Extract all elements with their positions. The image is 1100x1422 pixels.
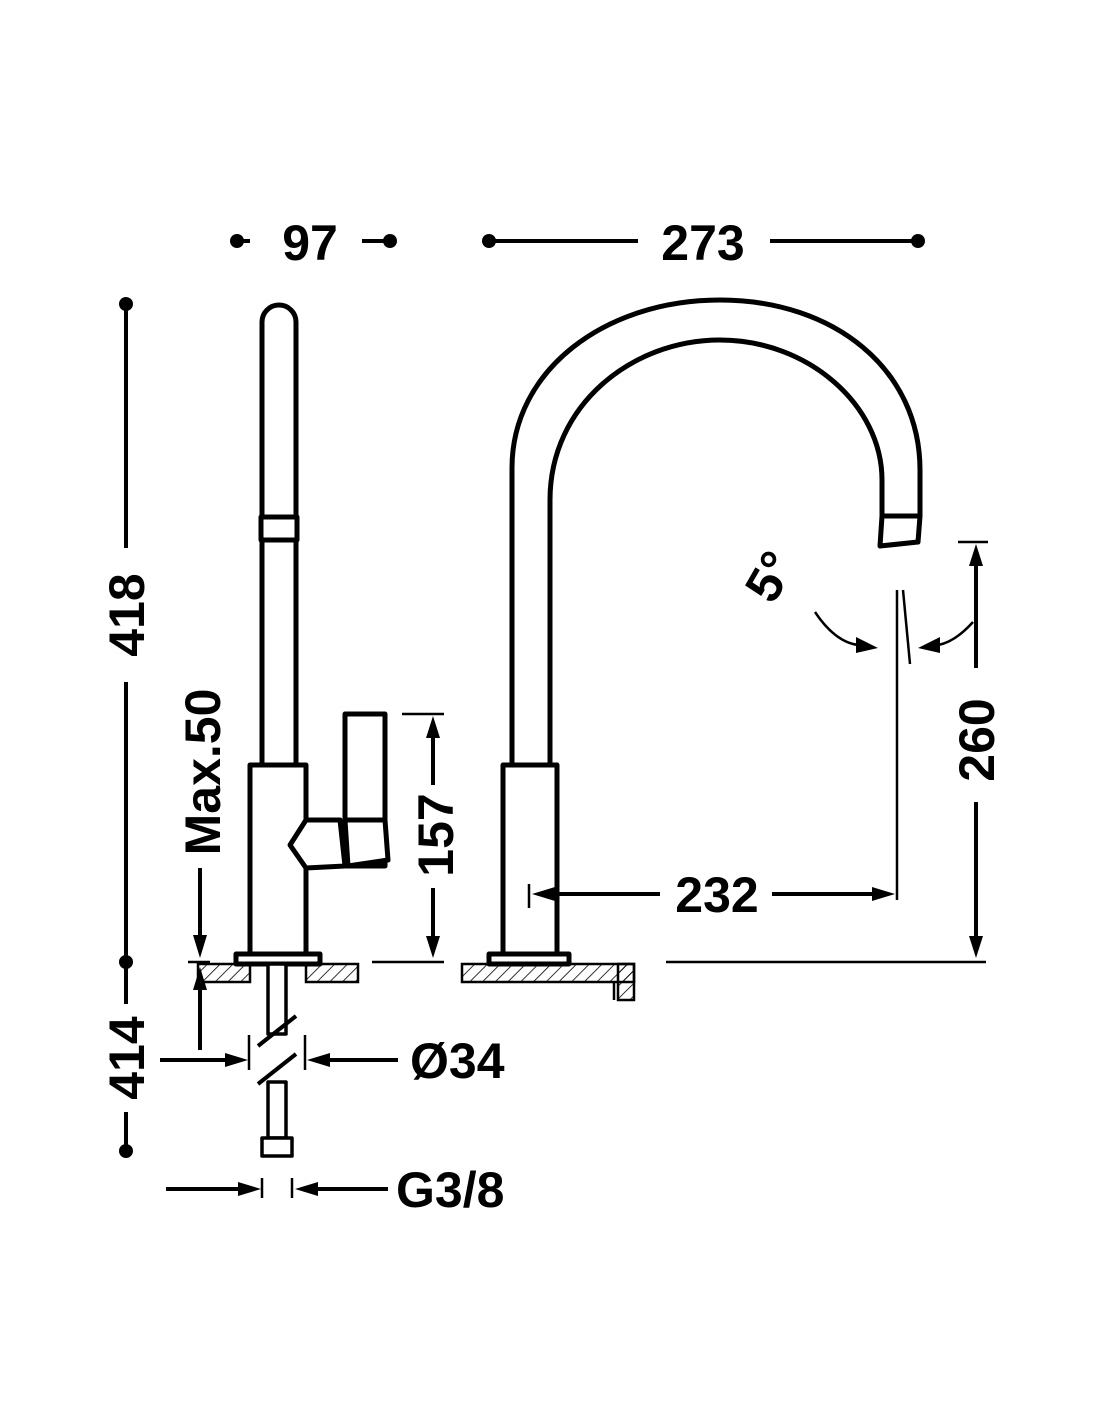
worktop-front	[460, 960, 986, 1002]
dim-label-spout-angle: 5°	[734, 542, 806, 611]
dimension-handle-width: 97	[230, 215, 397, 271]
dimension-lever-height: 157	[402, 712, 464, 958]
dimension-hole-diameter: Ø34	[160, 1033, 505, 1089]
dim-label-handle-width: 97	[282, 215, 338, 271]
dimension-spout-reach: 273	[482, 215, 925, 271]
dim-label-hole-diameter: Ø34	[410, 1033, 505, 1089]
worktop-side	[196, 960, 444, 984]
dim-label-outlet-projection: 232	[675, 867, 758, 923]
dim-label-spout-outlet-height: 260	[949, 698, 1005, 781]
faucet-front-view	[486, 297, 923, 967]
dim-label-lever-height: 157	[408, 793, 464, 876]
dim-label-connection-thread: G3/8	[396, 1162, 504, 1218]
dimension-connection-thread: G3/8	[166, 1162, 504, 1218]
dim-label-hose-length: 414	[99, 1016, 155, 1100]
dimension-spout-angle: 5°	[734, 542, 974, 900]
faucet-side-view	[233, 302, 391, 967]
hose	[256, 962, 298, 1158]
dimension-max-thickness: Max.50	[175, 689, 231, 1050]
dimension-hose-length: 414	[99, 962, 155, 1158]
dimension-spout-outlet-height: 260	[949, 540, 1005, 958]
dimension-outlet-projection: 232	[527, 867, 895, 923]
dim-label-spout-reach: 273	[661, 215, 744, 271]
dim-label-max-thickness: Max.50	[175, 689, 231, 856]
dimension-total-height: 418	[99, 297, 155, 969]
dim-label-total-height: 418	[99, 573, 155, 656]
